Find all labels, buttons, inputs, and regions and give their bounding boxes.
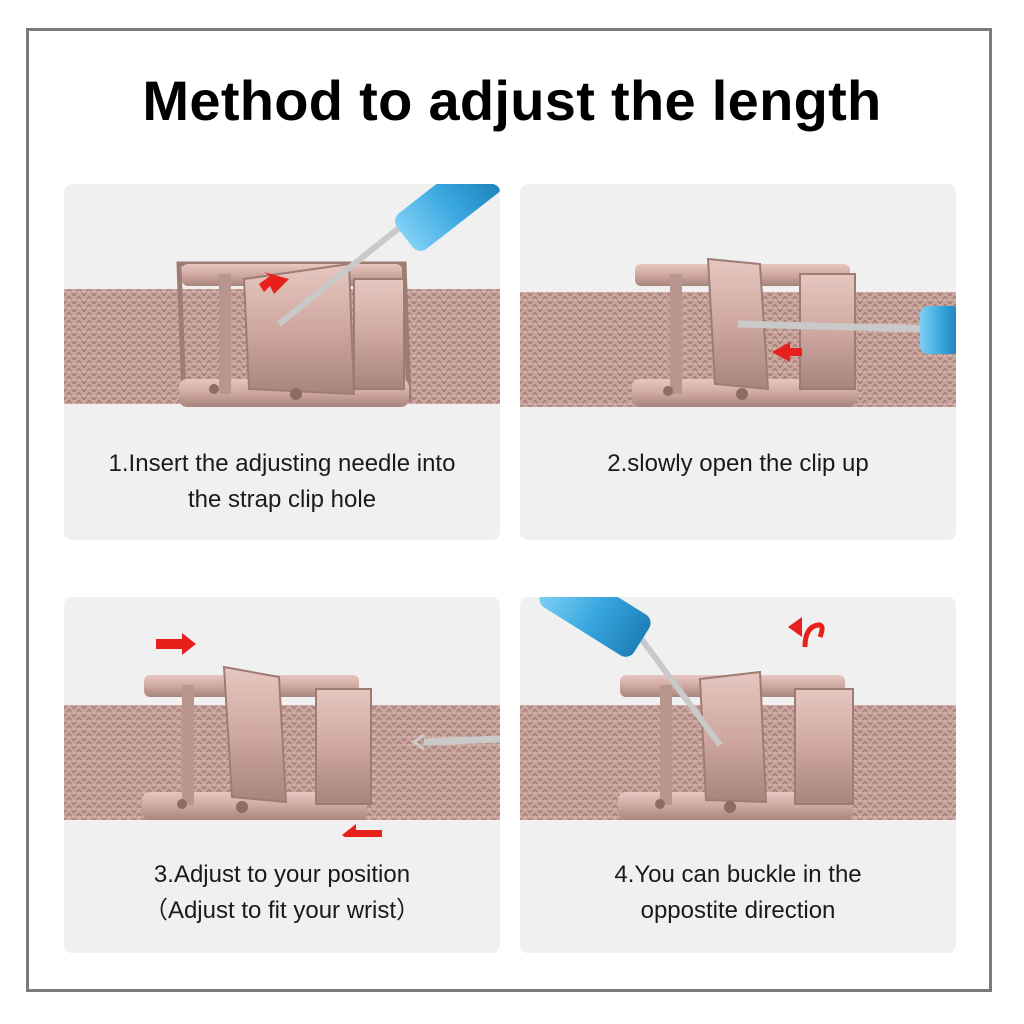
step-1-caption-line-2: the strap clip hole: [187, 486, 377, 513]
clip-plate: [698, 670, 768, 804]
step-3-caption-line-1: 3.Adjust to your position: [153, 861, 411, 888]
page-title: Method to adjust the length: [142, 69, 882, 132]
step-4-caption-line-2: oppostite direction: [640, 897, 836, 924]
red-arrow-icon-curved: [802, 622, 825, 648]
step-3-illustration: [64, 633, 500, 837]
step-card-3: 3.Adjust to your position （Adjust to fit…: [64, 597, 500, 953]
red-arrow-icon: [259, 272, 289, 294]
step-1-caption-line-1: 1.Insert the adjusting needle into: [108, 450, 456, 477]
step-card-1: 1.Insert the adjusting needle into the s…: [64, 184, 500, 540]
step-2-caption-line-1: 2.slowly open the clip up: [607, 450, 869, 477]
step-2-illustration: [520, 257, 956, 407]
screwdriver-icon: [637, 635, 723, 747]
step-1-illustration: [64, 184, 500, 407]
clip-plate: [242, 262, 356, 396]
screwdriver-icon: [277, 221, 406, 327]
red-arrow-icon-right: [156, 633, 196, 655]
screwdriver-icon: [737, 320, 931, 333]
screwdriver-icon: [423, 735, 500, 746]
red-arrow-icon-left: [342, 824, 382, 837]
step-card-2: 2.slowly open the clip up: [520, 184, 956, 540]
step-card-4: 4.You can buckle in the oppostite direct…: [520, 597, 956, 953]
step-4-illustration: [520, 597, 956, 820]
step-4-caption-line-1: 4.You can buckle in the: [614, 861, 862, 888]
clip-plate: [222, 665, 288, 804]
red-arrow-icon: [772, 342, 802, 362]
step-3-caption-line-2: （Adjust to fit your wrist）: [143, 897, 421, 924]
